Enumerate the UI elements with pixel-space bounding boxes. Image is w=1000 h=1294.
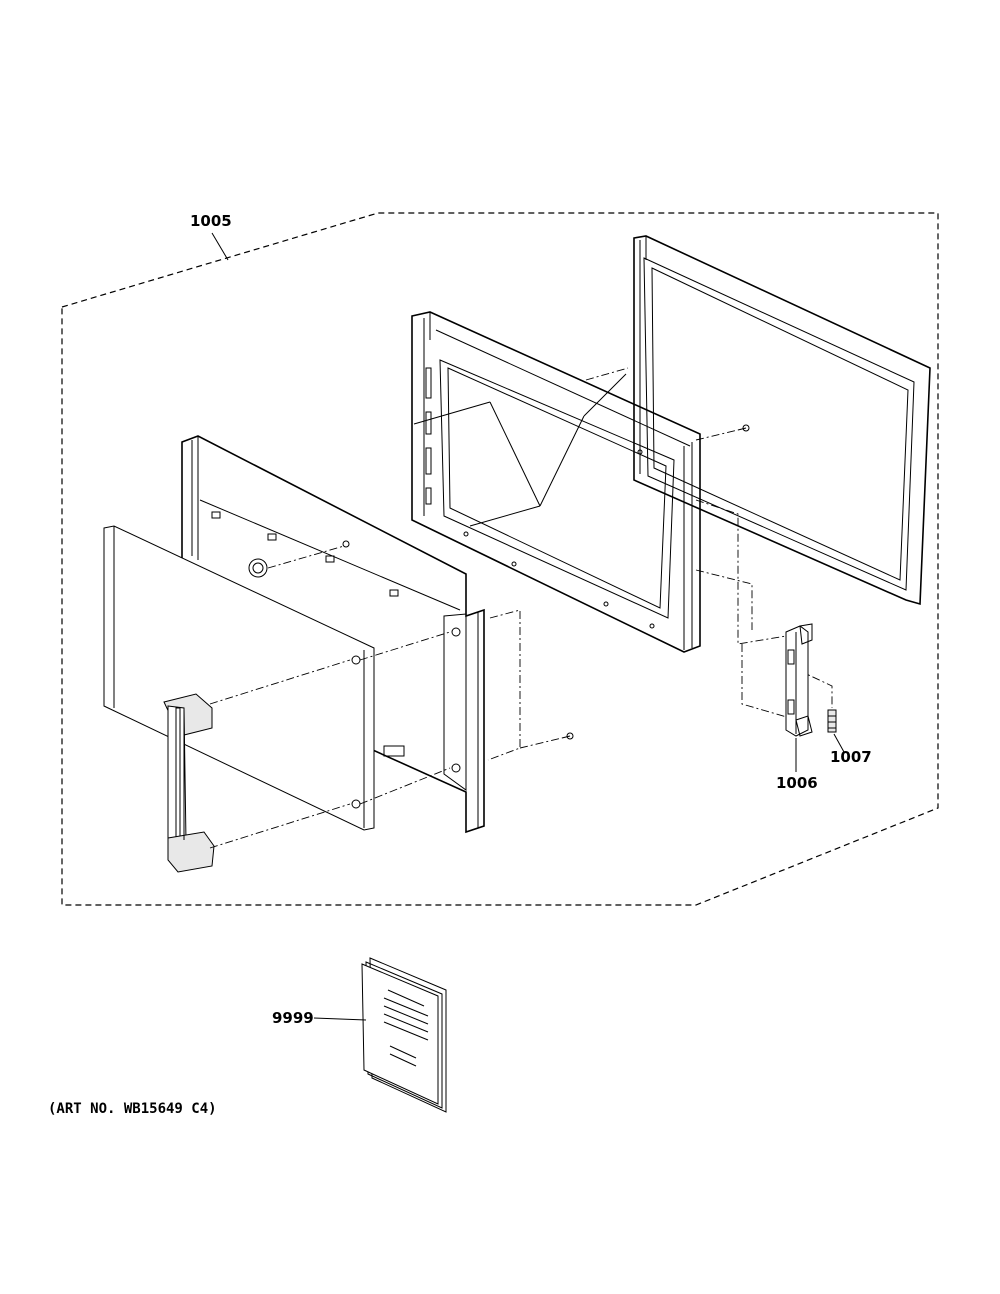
assembly-line-side [487,609,521,761]
leader-1005 [211,232,229,261]
inner-door-frame [411,311,701,653]
callout-1007: 1007 [830,748,872,766]
spring-part-1007 [827,709,837,733]
assembly-line-handle-bottom [209,803,351,849]
assembly-boundary-1005 [61,212,939,906]
screw-lower [519,732,574,749]
callout-1006: 1006 [776,774,818,792]
door-outer-panel [103,525,375,831]
callout-1005: 1005 [190,212,232,230]
choke-frame [633,235,931,606]
leader-9999 [313,1017,367,1021]
screw-upper [737,424,750,432]
assembly-line-hinge [695,499,787,645]
assembly-line-panel-bottom [359,767,451,805]
owners-manual-9999 [361,957,447,1113]
assembly-line-hinge-2 [695,569,753,630]
assembly-line-grommet [267,545,345,569]
assembly-line-hinge-3 [741,644,791,719]
assembly-line-spring [797,669,833,708]
door-handle [163,693,215,873]
art-number: (ART NO. WB15649 C4) [48,1101,217,1117]
assembly-line-frames [585,367,629,381]
leader-1007 [833,733,845,753]
assembly-line-screw [695,429,739,441]
callout-9999: 9999 [272,1009,314,1027]
hinge-part-1006 [785,623,813,737]
